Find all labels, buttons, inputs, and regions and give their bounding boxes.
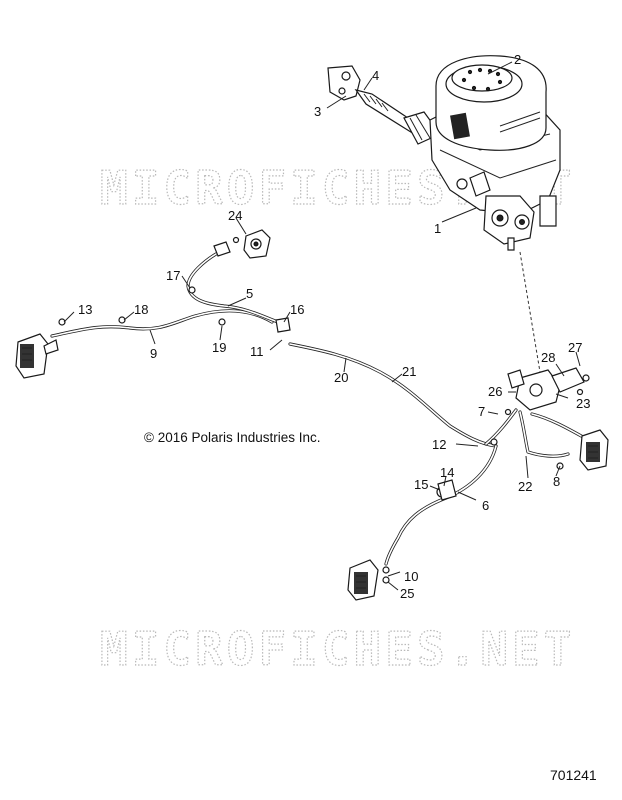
callouts: 1 2 3 4 5 6 7 8 9 10 11 12 13 14 15 16 1…: [78, 52, 590, 601]
callout-26: 26: [488, 384, 502, 399]
callout-8: 8: [553, 474, 560, 489]
hardware: [58, 236, 590, 584]
caliper-front-left: [15, 333, 59, 379]
callout-11: 11: [250, 344, 264, 359]
brake-lines: [50, 252, 598, 566]
caliper-rear-right: [579, 429, 609, 471]
caliper-rear-left: [347, 559, 379, 601]
callout-16: 16: [290, 302, 304, 317]
callout-3: 3: [314, 104, 321, 119]
assembly-centerline: [519, 251, 541, 373]
callout-6: 6: [482, 498, 489, 513]
callout-12: 12: [432, 437, 446, 452]
callout-5: 5: [246, 286, 253, 301]
callout-27: 27: [568, 340, 582, 355]
master-cylinder: [327, 55, 561, 251]
callout-28: 28: [541, 350, 555, 365]
watermark-bottom: MICROFICHES.NET: [100, 622, 575, 676]
callout-23: 23: [576, 396, 590, 411]
caliper-top-24: [213, 229, 271, 259]
callout-10: 10: [404, 569, 418, 584]
callout-7: 7: [478, 404, 485, 419]
copyright-text: © 2016 Polaris Industries Inc.: [144, 430, 321, 445]
callout-18: 18: [134, 302, 148, 317]
callout-21: 21: [402, 364, 416, 379]
callout-4: 4: [372, 68, 379, 83]
callout-15: 15: [414, 477, 428, 492]
diagram-part-number: 701241: [550, 767, 597, 783]
leader-lines: [63, 61, 581, 591]
callout-24: 24: [228, 208, 242, 223]
proportioning-valve: [507, 367, 585, 411]
callout-1: 1: [434, 221, 441, 236]
callout-22: 22: [518, 479, 532, 494]
callout-19: 19: [212, 340, 226, 355]
callout-20: 20: [334, 370, 348, 385]
callout-13: 13: [78, 302, 92, 317]
callout-2: 2: [514, 52, 521, 67]
callout-14: 14: [440, 465, 454, 480]
callout-17: 17: [166, 268, 180, 283]
callout-9: 9: [150, 346, 157, 361]
callout-25: 25: [400, 586, 414, 601]
